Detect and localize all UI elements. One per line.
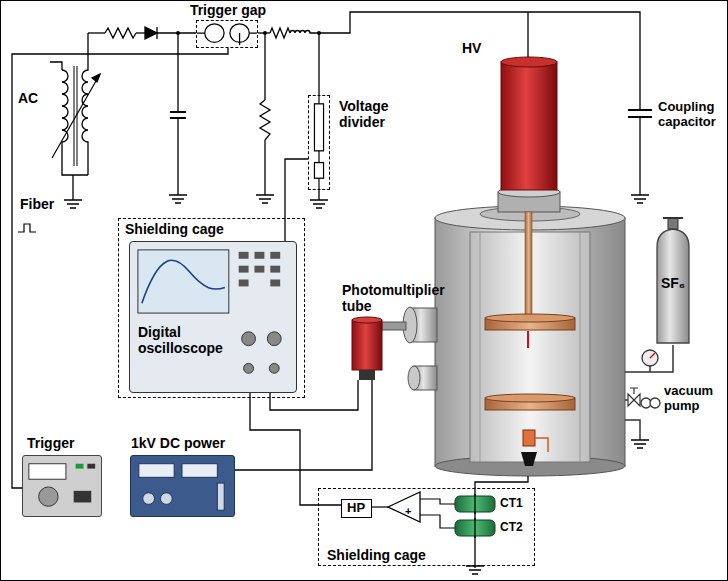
source-label: AC: [18, 90, 38, 106]
dc-power-supply: 1kV DC power: [130, 455, 235, 517]
node-title: Photomultiplier tube: [342, 282, 454, 314]
digital-oscilloscope-shape: [130, 242, 296, 392]
photomultiplier-tube: Photomultiplier tube: [352, 318, 382, 380]
node-title: Shielding cage: [125, 221, 265, 237]
edge-label: Fiber: [18, 196, 56, 212]
digital-oscilloscope: Digital oscilloscope: [129, 241, 297, 393]
signal-wire: [12, 48, 228, 488]
voltage-divider-shape: [309, 96, 329, 189]
node-title: Shielding cage: [327, 547, 467, 563]
node-title: Voltage divider: [339, 98, 411, 130]
component-label: Coupling capacitor: [658, 100, 724, 130]
voltage-divider: Voltage divider: [308, 95, 330, 190]
gas-cylinder: SF₆: [655, 215, 691, 345]
ground-symbol: [631, 440, 649, 448]
node-title: SF₆: [655, 275, 691, 291]
node-title: Trigger: [27, 435, 117, 451]
node-title: Trigger gap: [181, 2, 275, 18]
ground-symbol: [466, 566, 484, 574]
node-title: Digital oscilloscope: [138, 324, 238, 356]
trigger-gap: Trigger gap: [196, 20, 258, 48]
signal-wire: [235, 380, 372, 470]
ground-symbol: [631, 195, 649, 203]
node-title: HP: [347, 501, 366, 516]
ground-symbol: [169, 195, 187, 203]
node-title: 1kV DC power: [131, 435, 271, 451]
ground-symbol: [64, 200, 82, 208]
trigger-generator-shape: [23, 456, 101, 516]
shielding-cage: Shielding cageDigital oscilloscope: [118, 218, 305, 398]
component-label: vacuum pump: [664, 384, 724, 414]
filter-box: HP: [341, 499, 372, 518]
trigger-gap-shape: [197, 21, 257, 47]
voltage-label: HV: [462, 40, 481, 56]
ground-symbol: [256, 195, 274, 203]
ground-symbol: [310, 200, 328, 208]
dc-power-supply-shape: [131, 456, 234, 516]
trigger-generator: Trigger: [22, 455, 102, 517]
sensor-label: CT1: [500, 497, 523, 511]
sensor-label: CT2: [500, 521, 523, 535]
pin-sign: +: [405, 505, 411, 518]
photomultiplier-tube-shape: [352, 318, 382, 380]
